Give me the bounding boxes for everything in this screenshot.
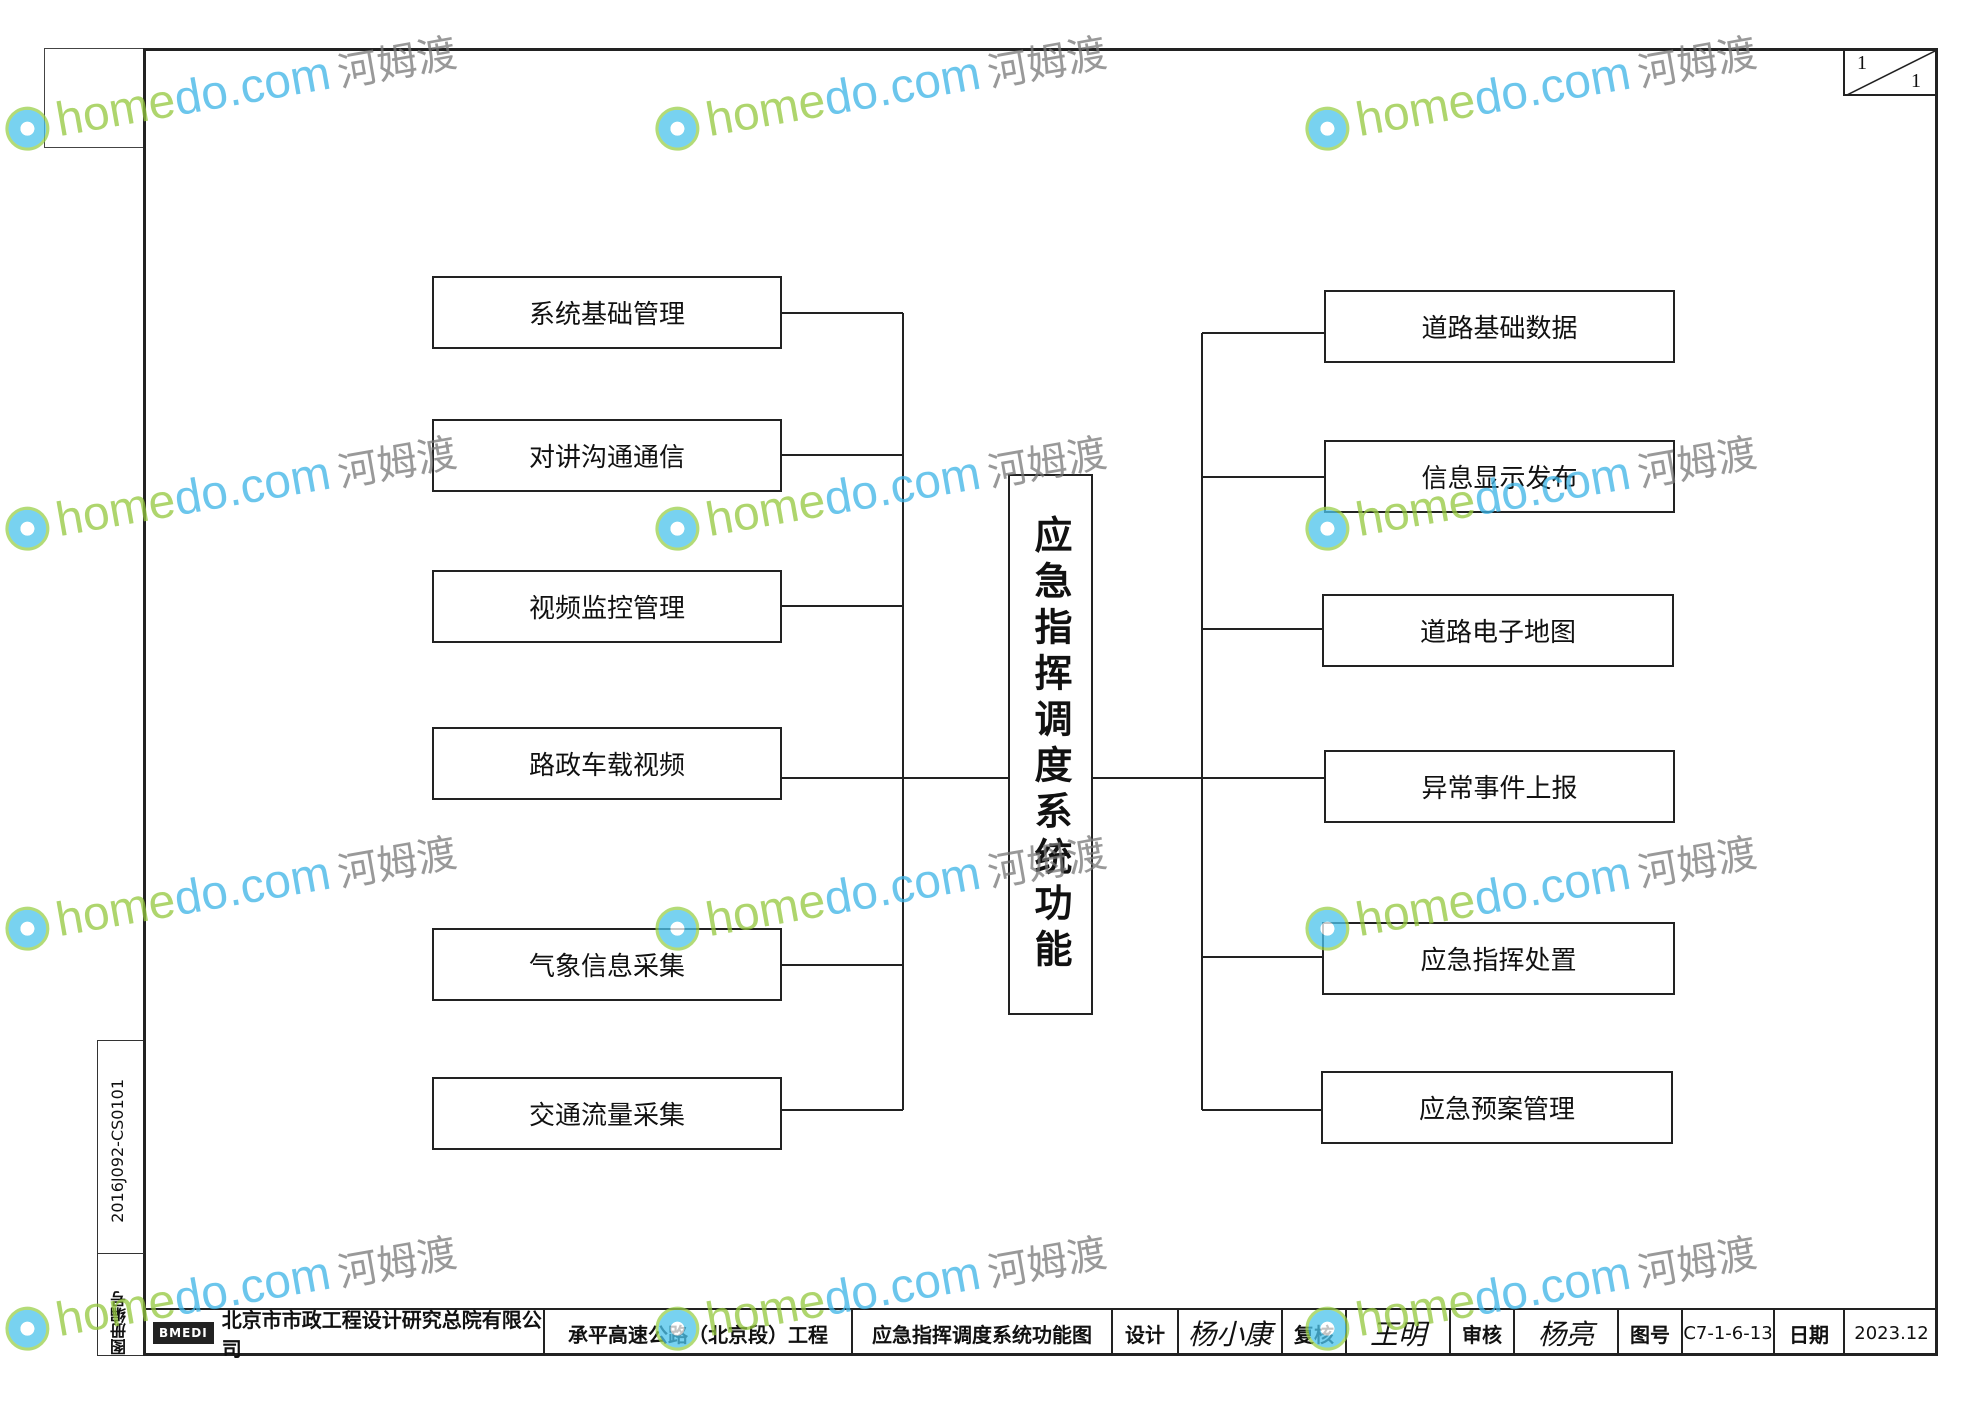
- page-total: 1: [1911, 70, 1921, 92]
- approve-signature: 杨亮: [1537, 1318, 1594, 1351]
- design-signature: 杨小康: [1187, 1318, 1272, 1351]
- drawing-title-cell: 应急指挥调度系统功能图: [853, 1310, 1113, 1356]
- outer-border: [143, 48, 1938, 1356]
- company-logo: BMEDI: [153, 1322, 214, 1344]
- right-node-3: 道路电子地图: [1322, 594, 1674, 667]
- left-node-3: 视频监控管理: [432, 570, 782, 643]
- left-node-label: 视频监控管理: [528, 594, 685, 624]
- right-node-label: 应急预案管理: [1418, 1095, 1575, 1125]
- drawing-no-label: 图号: [1630, 1322, 1670, 1347]
- approve-sig-cell: 杨亮: [1515, 1310, 1619, 1356]
- review-label: 复核: [1294, 1322, 1334, 1347]
- right-node-label: 异常事件上报: [1421, 774, 1578, 804]
- project-cell: 承平高速公路（北京段）工程: [545, 1310, 853, 1356]
- date-label-cell: 日期: [1775, 1310, 1845, 1356]
- company-cell: BMEDI 北京市市政工程设计研究总院有限公司: [143, 1308, 545, 1361]
- review-label-cell: 复核: [1283, 1310, 1347, 1356]
- left-node-4: 路政车载视频: [432, 727, 782, 800]
- right-node-label: 信息显示发布: [1421, 464, 1578, 494]
- side-code-box: 2016J092-CS0101 图册编号: [97, 1040, 144, 1356]
- approve-label-cell: 审核: [1451, 1310, 1515, 1356]
- project-name: 承平高速公路（北京段）工程: [568, 1322, 828, 1347]
- left-node-label: 系统基础管理: [528, 300, 685, 330]
- right-node-6: 应急预案管理: [1321, 1071, 1673, 1144]
- date-label: 日期: [1789, 1322, 1829, 1347]
- left-node-label: 路政车载视频: [528, 751, 685, 781]
- center-node: 应急指挥调度系统功能: [1008, 474, 1093, 1015]
- drawing-no-cell: C7-1-6-13: [1683, 1310, 1775, 1356]
- approve-label: 审核: [1462, 1322, 1502, 1347]
- drawing-title: 应急指挥调度系统功能图: [872, 1322, 1092, 1347]
- page-number-divider: [1845, 50, 1937, 96]
- design-label: 设计: [1125, 1322, 1165, 1347]
- date-cell: 2023.12: [1845, 1310, 1938, 1356]
- right-node-label: 道路电子地图: [1419, 618, 1576, 648]
- left-node-1: 系统基础管理: [432, 276, 782, 349]
- company-name: 北京市市政工程设计研究总院有限公司: [221, 1308, 542, 1361]
- design-label-cell: 设计: [1113, 1310, 1179, 1356]
- left-node-5: 气象信息采集: [432, 928, 782, 1001]
- right-node-4: 异常事件上报: [1324, 750, 1675, 823]
- drawing-no: C7-1-6-13: [1683, 1322, 1773, 1344]
- right-node-1: 道路基础数据: [1324, 290, 1675, 363]
- left-node-2: 对讲沟通通信: [432, 419, 782, 492]
- title-block: BMEDI 北京市市政工程设计研究总院有限公司 承平高速公路（北京段）工程 应急…: [143, 1308, 1938, 1361]
- binding-margin-box: [44, 48, 143, 148]
- review-signature: 王明: [1369, 1318, 1426, 1351]
- right-node-label: 道路基础数据: [1421, 314, 1578, 344]
- right-node-2: 信息显示发布: [1324, 440, 1675, 513]
- page-number-box: 1 1: [1843, 50, 1937, 96]
- design-sig-cell: 杨小康: [1179, 1310, 1283, 1356]
- date-value: 2023.12: [1854, 1322, 1929, 1344]
- page-number: 1: [1857, 52, 1867, 74]
- review-sig-cell: 王明: [1347, 1310, 1451, 1356]
- center-node-label: 应急指挥调度系统功能: [1028, 514, 1072, 975]
- left-node-label: 交通流量采集: [528, 1101, 685, 1131]
- right-node-5: 应急指挥处置: [1322, 922, 1675, 995]
- left-node-6: 交通流量采集: [432, 1077, 782, 1150]
- left-node-label: 对讲沟通通信: [528, 443, 685, 473]
- right-node-label: 应急指挥处置: [1420, 946, 1577, 976]
- left-node-label: 气象信息采集: [528, 952, 685, 982]
- drawing-no-label-cell: 图号: [1619, 1310, 1683, 1356]
